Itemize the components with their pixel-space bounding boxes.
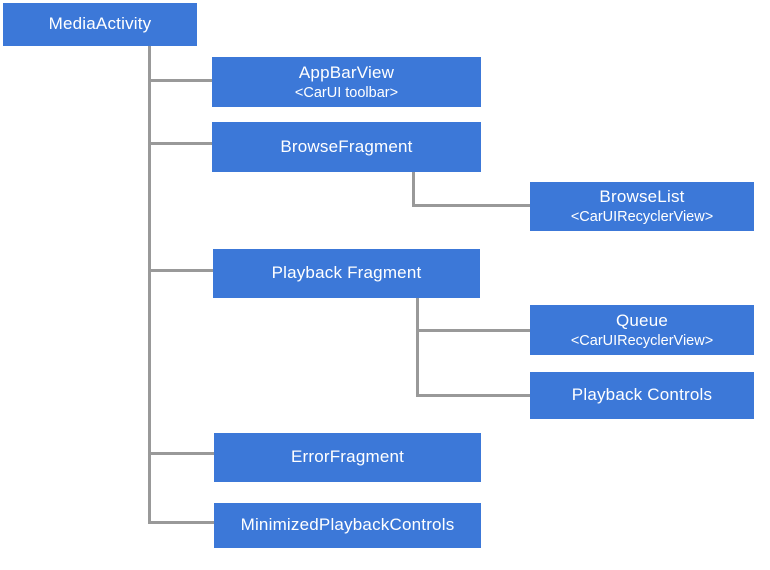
node-browse-list-label: BrowseList xyxy=(599,187,685,207)
node-app-bar-view: AppBarView <CarUI toolbar> xyxy=(212,57,481,107)
node-app-bar-view-label: AppBarView xyxy=(298,62,395,82)
node-playback-controls-label: Playback Controls xyxy=(571,385,713,405)
node-queue-label: Queue xyxy=(615,310,669,330)
connector-trunk-vertical xyxy=(148,46,151,524)
node-media-activity-label: MediaActivity xyxy=(48,14,152,34)
node-app-bar-view-sublabel: <CarUI toolbar> xyxy=(294,84,399,101)
node-browse-fragment-label: BrowseFragment xyxy=(280,136,413,156)
connector-branch-browsefragment xyxy=(148,142,212,145)
node-error-fragment: ErrorFragment xyxy=(214,433,481,482)
node-playback-fragment: Playback Fragment xyxy=(213,249,480,298)
node-queue-sublabel: <CarUIRecyclerView> xyxy=(570,332,714,349)
connector-playbackfragment-child-vertical xyxy=(416,298,419,397)
connector-branch-playbackfragment xyxy=(148,269,213,272)
connector-playbackfragment-to-queue xyxy=(416,329,530,332)
node-browse-list: BrowseList <CarUIRecyclerView> xyxy=(530,182,754,231)
connector-browsefragment-to-browselist xyxy=(412,204,530,207)
node-browse-fragment: BrowseFragment xyxy=(212,122,481,172)
connector-playbackfragment-to-playbackcontrols xyxy=(416,394,530,397)
node-queue: Queue <CarUIRecyclerView> xyxy=(530,305,754,355)
node-browse-list-sublabel: <CarUIRecyclerView> xyxy=(570,209,714,226)
connector-browsefragment-child-vertical xyxy=(412,172,415,207)
connector-branch-minimizedplaybackcontrols xyxy=(148,521,214,524)
node-media-activity: MediaActivity xyxy=(3,3,197,46)
node-minimized-playback-controls: MinimizedPlaybackControls xyxy=(214,503,481,548)
node-minimized-playback-controls-label: MinimizedPlaybackControls xyxy=(240,515,455,535)
node-playback-fragment-label: Playback Fragment xyxy=(271,263,422,283)
node-error-fragment-label: ErrorFragment xyxy=(290,447,405,467)
connector-branch-appbarview xyxy=(148,79,212,82)
node-playback-controls: Playback Controls xyxy=(530,372,754,419)
connector-branch-errorfragment xyxy=(148,452,214,455)
